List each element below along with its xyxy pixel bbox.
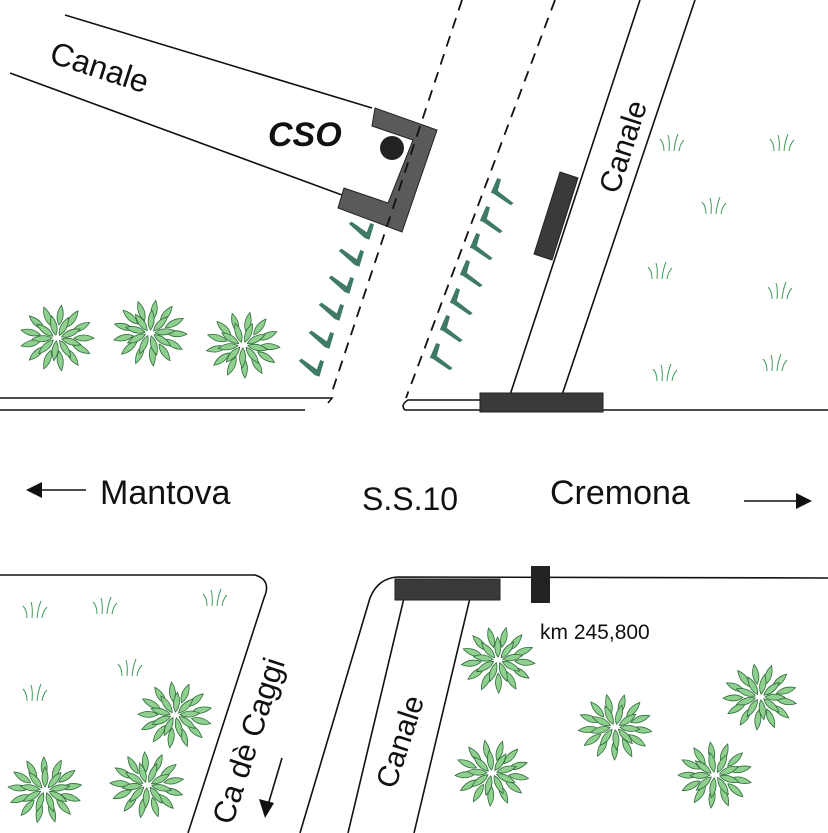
arrow-right-icon xyxy=(744,493,812,509)
tree-mark-icon xyxy=(459,260,483,288)
tree-mark-icon xyxy=(308,330,334,349)
grass-icon xyxy=(92,596,118,615)
bush-icon xyxy=(460,626,536,694)
tree-mark-icon xyxy=(328,275,354,294)
dashed-line-left xyxy=(331,0,463,393)
bush-icon xyxy=(109,751,185,819)
cso-outfall-dot xyxy=(380,136,404,160)
bush-icon xyxy=(722,663,798,731)
bush-icon xyxy=(7,756,83,824)
bush-icon xyxy=(577,693,653,761)
grass-icon xyxy=(767,281,793,300)
grass-tufts xyxy=(22,133,795,702)
tree-mark-icon xyxy=(449,288,473,316)
tree-mark-icon xyxy=(469,233,493,261)
grass-icon xyxy=(117,658,143,677)
road-edge-bottom xyxy=(0,574,828,833)
grass-icon xyxy=(22,600,48,619)
grass-icon xyxy=(762,353,788,372)
tree-mark-icon xyxy=(490,178,514,206)
grass-icon xyxy=(652,363,678,382)
grass-icon xyxy=(769,133,795,152)
dashed-line-right xyxy=(405,0,556,399)
tree-mark-icon xyxy=(479,206,503,234)
arrow-left-icon xyxy=(26,482,86,498)
grass-icon xyxy=(701,196,727,215)
tree-mark-icon xyxy=(429,343,453,371)
tree-mark-icon xyxy=(298,358,324,377)
bush-icon xyxy=(20,304,95,372)
culvert-bottom xyxy=(394,578,501,601)
mantova-label: Mantova xyxy=(100,474,230,512)
bush-icon xyxy=(454,739,530,807)
grass-icon xyxy=(647,261,673,280)
bush-icon xyxy=(205,311,281,379)
bush-icon xyxy=(137,681,212,749)
grass-icon xyxy=(202,588,228,607)
tree-mark-icon xyxy=(338,248,364,267)
grass-icon xyxy=(22,683,48,702)
tree-mark-icon xyxy=(348,221,374,240)
canal-top-left-label: Canale xyxy=(46,34,154,100)
km-marker-post xyxy=(531,566,550,603)
canal-gate-structure xyxy=(533,171,579,261)
arrow-down-icon xyxy=(259,757,283,818)
cso-structure xyxy=(337,107,438,233)
bush-icon xyxy=(113,299,188,367)
canal-bottom-label: Canale xyxy=(370,692,431,793)
road-edge-top xyxy=(0,397,828,411)
bushes xyxy=(7,299,798,824)
tree-mark-icon xyxy=(318,302,344,321)
km-marker-label: km 245,800 xyxy=(540,621,650,644)
road-label: S.S.10 xyxy=(362,481,458,517)
cso-label: CSO xyxy=(268,116,342,154)
grass-icon xyxy=(659,133,685,152)
cremona-label: Cremona xyxy=(550,474,690,512)
canal-right xyxy=(509,0,696,396)
culvert-top xyxy=(479,392,604,413)
tree-marks xyxy=(298,178,514,377)
bush-icon xyxy=(677,741,752,809)
tree-mark-icon xyxy=(439,315,463,343)
canal-top-left xyxy=(9,14,373,196)
